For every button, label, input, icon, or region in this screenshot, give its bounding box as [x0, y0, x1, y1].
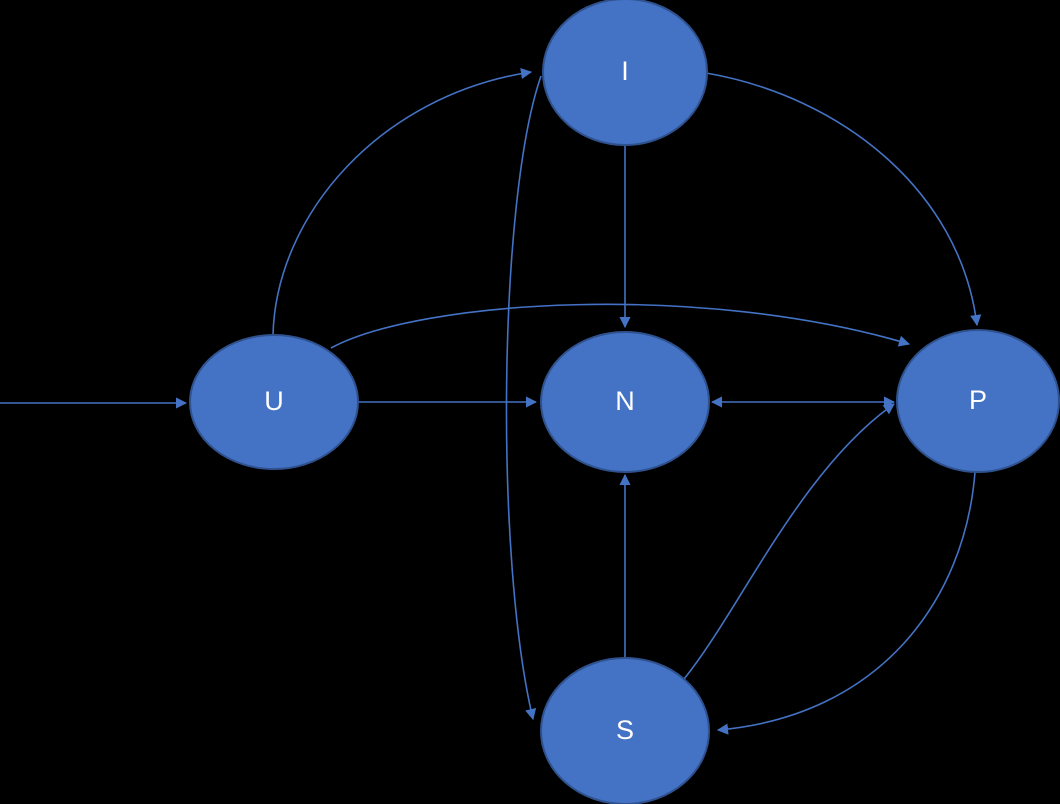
node-I-ellipse[interactable]: [542, 0, 708, 146]
node-P-ellipse[interactable]: [896, 329, 1060, 473]
edge-S-to-P[interactable]: [683, 403, 895, 680]
edges-layer: [0, 67, 982, 735]
edge-U-to-P[interactable]: [330, 303, 911, 349]
edge-I-to-S[interactable]: [505, 75, 542, 721]
edge-U-to-I[interactable]: [272, 67, 533, 336]
node-N-ellipse[interactable]: [540, 331, 710, 473]
node-I[interactable]: I: [542, 0, 708, 146]
edge-I-to-P[interactable]: [705, 72, 982, 327]
edge-P-to-S[interactable]: [716, 471, 976, 735]
node-N[interactable]: N: [540, 331, 710, 473]
node-U-ellipse[interactable]: [189, 334, 359, 470]
node-P[interactable]: P: [896, 329, 1060, 473]
nodes-layer: I U N P S: [189, 0, 1060, 804]
node-U[interactable]: U: [189, 334, 359, 470]
node-S-ellipse[interactable]: [540, 657, 710, 804]
node-S[interactable]: S: [540, 657, 710, 804]
